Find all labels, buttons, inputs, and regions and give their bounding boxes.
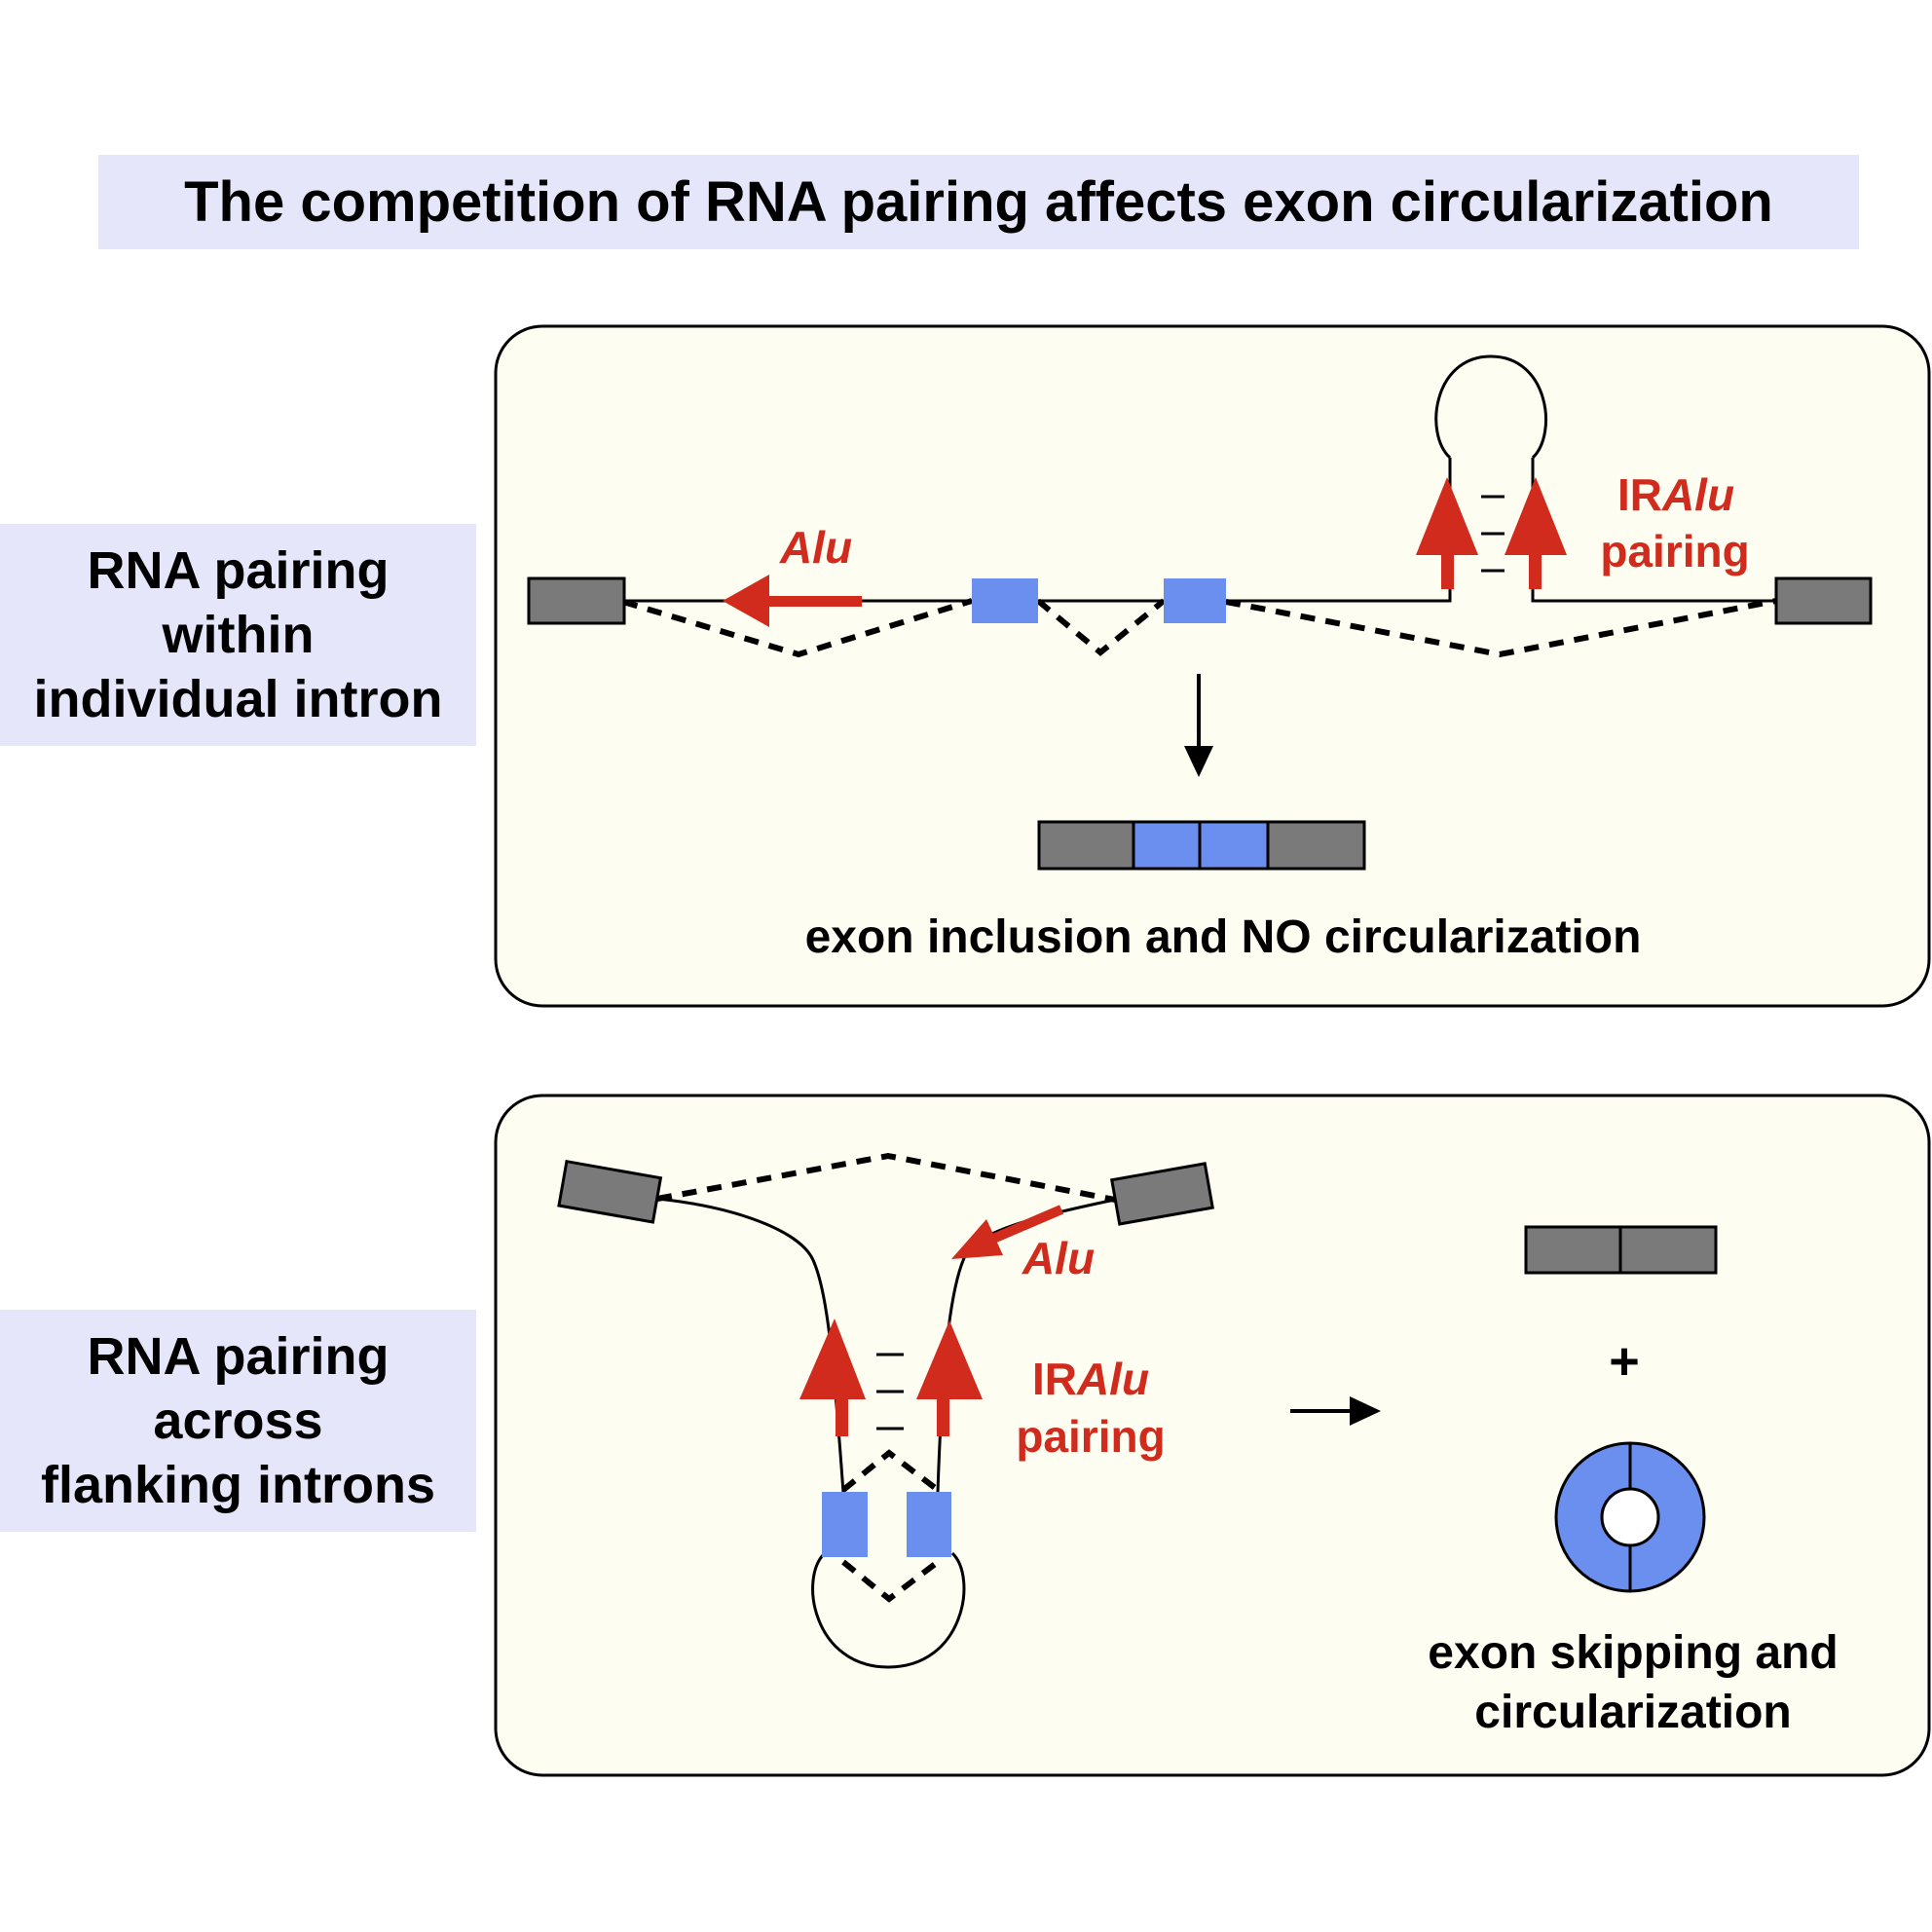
splice-line-dashed	[622, 598, 973, 658]
side-label-line: flanking introns	[41, 1456, 435, 1514]
circular-exon	[907, 1492, 951, 1557]
title-band: The competition of RNA pairing affects e…	[98, 155, 1859, 249]
alu-arrow-icon	[723, 575, 862, 627]
side-label-line: individual intron	[33, 670, 443, 728]
outcome-label: exon inclusion and NO circularization	[805, 911, 1642, 963]
circular-exon	[1164, 578, 1226, 623]
iralu-prefix: IR	[1617, 469, 1662, 520]
alu-label: Alu	[779, 522, 852, 573]
skipped-mrna-product	[1524, 1225, 1718, 1275]
panel-across-introns: Alu IRAlu pairing	[494, 1094, 1931, 1777]
iralu-italic: Alu	[1661, 469, 1734, 520]
pairing-label: pairing	[1016, 1411, 1165, 1462]
flanking-exon	[1109, 1162, 1214, 1226]
side-label-across-introns: RNA pairing across flanking introns	[0, 1310, 476, 1532]
alu-label: Alu	[1022, 1233, 1095, 1283]
side-label-line: RNA pairing	[87, 1327, 390, 1386]
process-arrow-icon	[1184, 674, 1213, 777]
circular-exon	[972, 578, 1038, 623]
alu-arrow-icon	[951, 1205, 1063, 1259]
splice-line-dashed	[656, 1152, 1116, 1203]
flanking-exon	[557, 1159, 663, 1224]
process-arrow-icon	[1290, 1396, 1381, 1426]
iralu-label: IRAlu	[1032, 1354, 1149, 1404]
side-label-within-intron: RNA pairing within individual intron	[0, 524, 476, 746]
outcome-label: exon skipping and	[1428, 1627, 1838, 1679]
splice-line-dashed	[841, 1559, 940, 1603]
circrna-ring	[1554, 1441, 1706, 1593]
flanking-exon	[1774, 576, 1873, 625]
splice-line-dashed	[841, 1449, 940, 1493]
intron-loop	[811, 1551, 966, 1669]
splice-line-dashed	[1036, 598, 1166, 656]
iralu-arrow-icon	[799, 1319, 866, 1436]
hairpin-loop	[1434, 354, 1547, 460]
splice-line-dashed	[1225, 598, 1777, 658]
outcome-label: circularization	[1474, 1687, 1791, 1738]
side-label-line: RNA pairing	[87, 541, 390, 600]
linear-mrna-product	[1037, 820, 1366, 871]
side-label-line: within	[162, 606, 315, 664]
flanking-exon	[527, 576, 626, 625]
panel-within-intron: Alu IRAlu pairing exon inclusion and NO …	[494, 324, 1931, 1008]
iralu-arrow-icon	[1416, 477, 1478, 589]
page-title: The competition of RNA pairing affects e…	[184, 170, 1773, 234]
circular-exon	[822, 1492, 868, 1557]
panel-background	[494, 324, 1931, 1008]
iralu-italic: Alu	[1076, 1354, 1149, 1404]
iralu-arrow-icon	[916, 1320, 983, 1436]
plus-sign: +	[1609, 1332, 1640, 1391]
iralu-label: IRAlu	[1617, 469, 1734, 520]
iralu-arrow-icon	[1505, 477, 1567, 589]
side-label-line: across	[153, 1392, 323, 1450]
pairing-label: pairing	[1600, 526, 1749, 576]
iralu-prefix: IR	[1032, 1354, 1077, 1404]
